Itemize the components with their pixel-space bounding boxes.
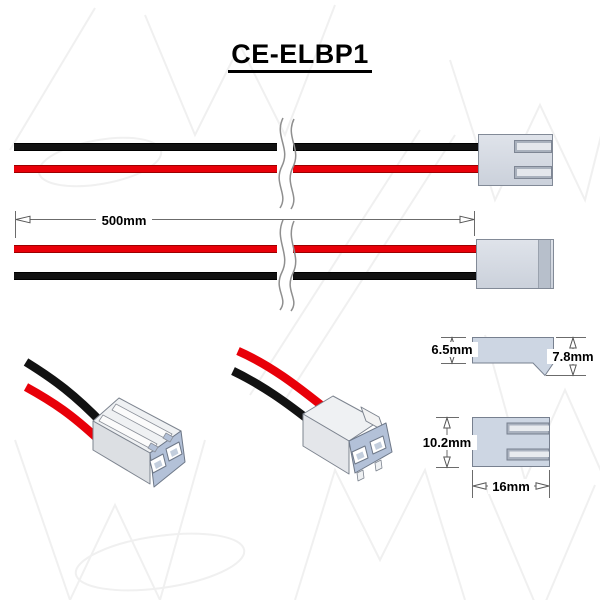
dimension-500mm xyxy=(15,211,475,238)
dimension-label-overall-height: 7.8mm xyxy=(547,349,599,364)
arrowhead-left xyxy=(15,215,31,224)
housing-topview-drawing xyxy=(436,416,550,498)
pin-hole xyxy=(165,441,183,462)
bottom-notch xyxy=(374,459,383,472)
wire-red-segment xyxy=(14,245,277,253)
pin-slot xyxy=(506,422,550,435)
watermark-w-shape xyxy=(144,4,336,138)
wire-red-segment xyxy=(14,165,277,173)
pin-slot-channel xyxy=(517,143,551,150)
wire-red-3d xyxy=(236,347,329,413)
pin-slot xyxy=(514,166,552,179)
groove-end-cap xyxy=(162,432,174,443)
pin-slot-channel xyxy=(517,169,551,176)
pin-hole xyxy=(369,435,387,455)
pin-hole xyxy=(351,445,369,465)
housing-left-face xyxy=(302,413,350,475)
watermark-slash xyxy=(9,7,96,151)
housing-profile-shape xyxy=(472,337,554,377)
pin-hole xyxy=(149,453,167,474)
watermark-v-shape xyxy=(484,484,596,600)
dimension-16mm xyxy=(472,470,550,498)
connector-3d-view-b xyxy=(231,347,393,482)
wire-black-segment xyxy=(293,272,477,280)
dimension-7_8mm xyxy=(546,336,586,377)
watermark-slash xyxy=(284,134,456,401)
dimension-label-housing-width: 16mm xyxy=(488,479,534,494)
dimension-10_2mm xyxy=(436,416,459,469)
dimension-label-housing-height: 6.5mm xyxy=(426,342,478,357)
cable-break-symbol xyxy=(278,219,297,312)
watermark-slash xyxy=(249,129,421,396)
bottom-notch xyxy=(356,469,365,482)
wire-black-3d xyxy=(23,358,107,427)
pin-slot xyxy=(514,140,552,153)
wire-red-segment xyxy=(293,165,480,173)
wire-black-segment xyxy=(14,272,277,280)
wire-red-3d xyxy=(23,383,101,443)
product-code: CE-ELBP1 xyxy=(228,39,372,73)
groove-end-cap xyxy=(147,442,159,453)
housing-left-face xyxy=(92,420,151,485)
housing-latch-band xyxy=(538,240,551,288)
watermark-m-shape xyxy=(294,467,466,600)
wire-black-segment xyxy=(293,143,480,151)
dimension-label-lead-length: 500mm xyxy=(96,213,152,228)
watermark-oval xyxy=(74,532,246,592)
dimension-label-housing-depth: 10.2mm xyxy=(417,435,477,450)
wire-red-segment xyxy=(293,245,477,253)
watermark-w-shape xyxy=(14,439,206,600)
wire-black-segment xyxy=(14,143,277,151)
cable-break-symbol xyxy=(278,117,297,210)
arrowhead-right xyxy=(459,215,475,224)
connector-housing-side-view xyxy=(476,239,554,289)
page-title: CE-ELBP1 xyxy=(0,39,600,73)
connector-3d-view-a xyxy=(23,358,186,488)
pin-slot xyxy=(506,448,550,461)
